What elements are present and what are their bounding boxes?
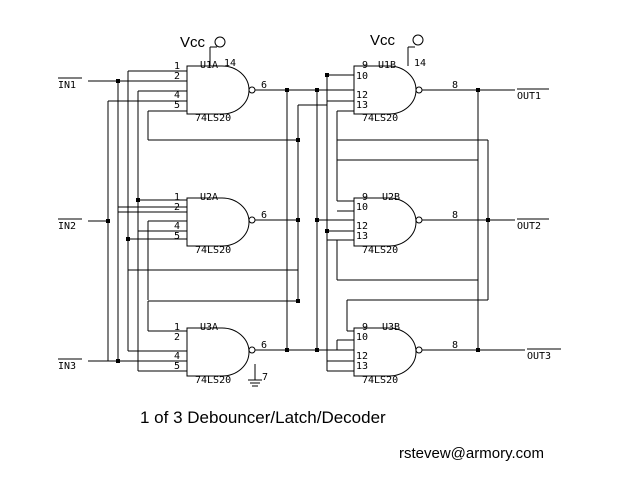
u3b-ref: U3B xyxy=(382,322,400,333)
u2a-part: 74LS20 xyxy=(195,245,231,256)
u1a-pin-1: 1 xyxy=(174,61,180,72)
u1b-vcc-label: Vcc xyxy=(370,32,396,49)
input-in1-net: IN1 xyxy=(58,77,187,91)
u1a-ref: U1A xyxy=(200,60,218,71)
u3b-pin-out: 8 xyxy=(452,340,458,351)
u2b-pin-out: 8 xyxy=(452,210,458,221)
u2a-pin-4: 4 xyxy=(174,221,180,232)
u2b-pin-9: 9 xyxy=(362,192,368,203)
u3a-gnd-pin: 7 xyxy=(262,372,268,383)
u1b-pin-9: 9 xyxy=(362,60,368,71)
in2-label: IN2 xyxy=(58,221,76,232)
u2b-pin-12: 12 xyxy=(356,221,368,232)
u2b-part: 74LS20 xyxy=(362,245,398,256)
u3a-part: 74LS20 xyxy=(195,375,231,386)
u1b-part: 74LS20 xyxy=(362,113,398,124)
u1a-pin-2: 2 xyxy=(174,71,180,82)
input-in3-net: IN3 xyxy=(58,358,187,372)
u1b-pin-13: 13 xyxy=(356,100,368,111)
out2-label: OUT2 xyxy=(517,221,541,232)
u3a-pin-2: 2 xyxy=(174,332,180,343)
u1b-vcc-pin: 14 xyxy=(414,58,426,69)
gate-u2b: U2B 74LS20 9 10 12 13 8 OUT2 xyxy=(353,192,549,256)
u2b-pin-13: 13 xyxy=(356,231,368,242)
u1a-pin-out: 6 xyxy=(261,80,267,91)
u2b-ref: U2B xyxy=(382,192,400,203)
u1a-pin-4: 4 xyxy=(174,90,180,101)
u3b-pin-9: 9 xyxy=(362,322,368,333)
u1b-ref: U1B xyxy=(378,60,396,71)
u1a-vcc-pin: 14 xyxy=(224,58,236,69)
u2a-pin-2: 2 xyxy=(174,202,180,213)
u2a-pin-out: 6 xyxy=(261,210,267,221)
u2a-ref: U2A xyxy=(200,192,218,203)
gate-u2a: U2A 74LS20 1 2 4 5 6 xyxy=(174,192,298,256)
out3-label: OUT3 xyxy=(527,351,551,362)
u2a-pin-5: 5 xyxy=(174,231,180,242)
u3a-pin-4: 4 xyxy=(174,351,180,362)
u3a-ref: U3A xyxy=(200,322,218,333)
u2a-pin-1: 1 xyxy=(174,192,180,203)
gate-u3b: U3B 74LS20 9 10 12 13 8 OUT3 xyxy=(353,322,561,386)
u3a-pin-1: 1 xyxy=(174,322,180,333)
u1a-vcc-label: Vcc xyxy=(180,34,206,51)
u1a-pin-5: 5 xyxy=(174,100,180,111)
u3a-pin-out: 6 xyxy=(261,340,267,351)
gate-u3a: U3A 74LS20 1 2 4 5 6 7 xyxy=(174,322,317,387)
in1-label: IN1 xyxy=(58,80,76,91)
u1b-pin-out: 8 xyxy=(452,80,458,91)
u3b-pin-10: 10 xyxy=(356,332,368,343)
ground-icon xyxy=(248,364,262,387)
diagram-caption: 1 of 3 Debouncer/Latch/Decoder xyxy=(140,408,386,427)
in3-label: IN3 xyxy=(58,361,76,372)
u3b-part: 74LS20 xyxy=(362,375,398,386)
u3b-pin-12: 12 xyxy=(356,351,368,362)
input-in2-net: IN2 xyxy=(58,218,108,232)
left-wiring xyxy=(107,70,298,372)
out1-label: OUT1 xyxy=(517,91,541,102)
middle-wiring xyxy=(286,74,488,372)
u1b-pin-12: 12 xyxy=(356,90,368,101)
u1b-pin-10: 10 xyxy=(356,71,368,82)
gate-u1b: U1B 74LS20 9 10 12 13 8 Vcc 14 OUT1 xyxy=(353,32,549,124)
u3b-pin-13: 13 xyxy=(356,361,368,372)
author-email: rstevew@armory.com xyxy=(399,445,544,462)
u3a-pin-5: 5 xyxy=(174,361,180,372)
u2b-pin-10: 10 xyxy=(356,202,368,213)
gate-u1a: U1A 74LS20 1 2 4 5 6 Vcc 14 xyxy=(174,34,287,124)
u1a-part: 74LS20 xyxy=(195,113,231,124)
junction-dots xyxy=(106,73,490,363)
